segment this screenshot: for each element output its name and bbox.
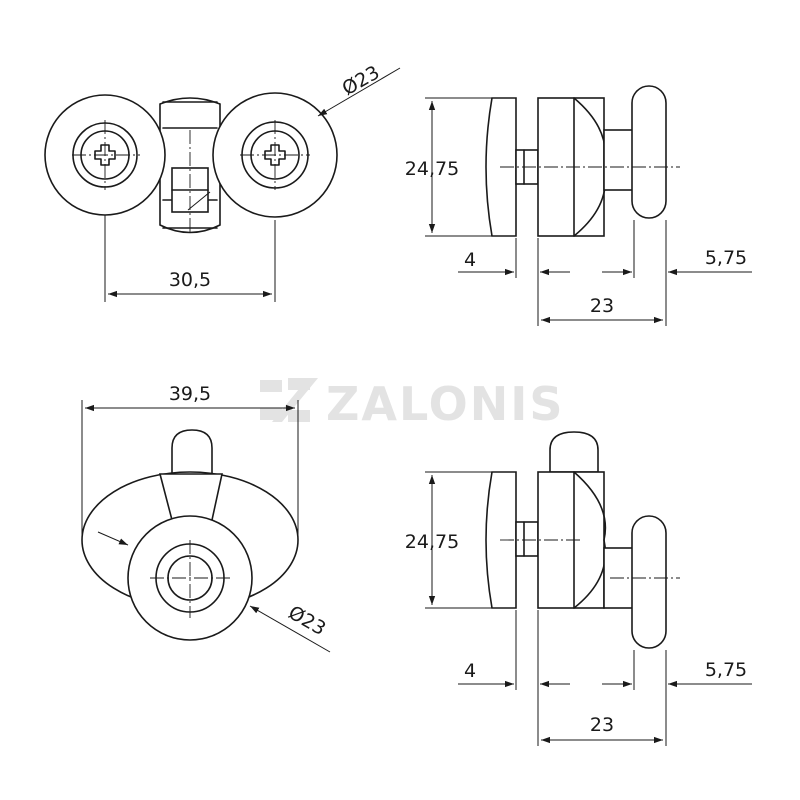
- dim-diameter-label: Ø23: [285, 601, 330, 640]
- view-bottom-left: 39,5 Ø23: [81, 383, 331, 653]
- view-top-left: 30,5 Ø23: [44, 61, 401, 302]
- dim-height-label: 24,75: [405, 531, 459, 553]
- dim-width-label: 39,5: [169, 383, 211, 405]
- dim-diameter-label: Ø23: [339, 61, 384, 100]
- watermark: ZALONIS: [260, 377, 564, 431]
- view-top-right: 24,75 4 5,75 23: [405, 85, 752, 326]
- dim-right-label: 5,75: [705, 659, 747, 681]
- dim-total-label: 23: [590, 295, 614, 317]
- dim-left-label: 4: [464, 660, 476, 682]
- dim-total-label: 23: [590, 714, 614, 736]
- watermark-text: ZALONIS: [326, 377, 564, 431]
- wheel-side: [631, 85, 667, 219]
- phillips-screw-icon: [264, 144, 286, 166]
- dim-width-label: 30,5: [169, 269, 211, 291]
- dim-left-label: 4: [464, 249, 476, 271]
- dim-height-label: 24,75: [405, 158, 459, 180]
- phillips-screw-icon: [94, 144, 116, 166]
- dim-right-label: 5,75: [705, 247, 747, 269]
- view-bottom-right: 24,75 4 5,75 23: [405, 431, 752, 746]
- watermark-logo-icon: [260, 378, 318, 422]
- wheel-side: [631, 515, 667, 649]
